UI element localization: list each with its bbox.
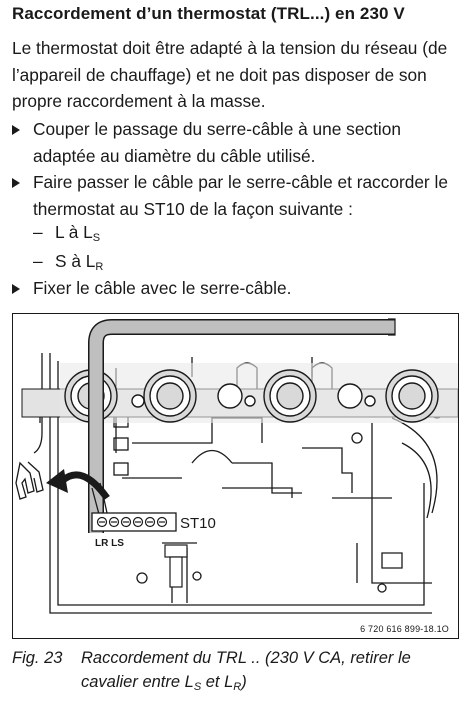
step-item: Couper le passage du serre-câble à une s…: [12, 116, 459, 169]
step-item: Fixer le câble avec le serre-câble.: [12, 275, 459, 302]
cable-gland: [143, 369, 197, 423]
connection-item: –L à LS: [33, 219, 100, 252]
connector-label: ST10: [180, 515, 216, 532]
removed-jumper: [15, 461, 44, 500]
caption-text-part: et L: [201, 673, 234, 691]
plug-connector: [164, 544, 188, 588]
caption-text-part: Raccordement du TRL .. (230 V CA, retire…: [81, 649, 411, 691]
caption-text-part: ): [241, 673, 247, 691]
dash-icon: –: [33, 251, 43, 271]
bullet-arrow-icon: [12, 284, 20, 294]
terminal-labels: LR LS: [95, 538, 124, 549]
step-text: Couper le passage du serre-câble à une s…: [33, 119, 401, 166]
dash-icon: –: [33, 222, 43, 242]
connection-text: S à L: [55, 251, 96, 271]
intro-paragraph: Le thermostat doit être adapté à la tens…: [12, 38, 448, 111]
connection-subscript: S: [92, 232, 101, 244]
step-text: Faire passer le câble par le serre-câble…: [33, 172, 448, 219]
st10-terminal-block: [91, 512, 177, 532]
bullet-arrow-icon: [12, 125, 20, 135]
cable-gland: [263, 369, 317, 423]
bullet-arrow-icon: [12, 178, 20, 188]
step-text: Fixer le câble avec le serre-câble.: [33, 278, 292, 298]
connection-item: –S à LR: [33, 248, 103, 281]
step-item: Faire passer le câble par le serre-câble…: [12, 169, 459, 222]
caption-subscript: S: [193, 681, 202, 693]
connection-subscript: R: [95, 261, 104, 273]
figure-code: 6 720 616 899-18.1O: [360, 624, 449, 634]
figure-caption: Fig. 23 Raccordement du TRL .. (230 V CA…: [12, 646, 459, 699]
removal-arrow-icon: [46, 469, 110, 501]
thermostat-cable: [88, 318, 396, 533]
section-heading: Raccordement d’un thermostat (TRL...) en…: [12, 4, 405, 23]
caption-subscript: R: [233, 681, 242, 693]
connection-text: L à L: [55, 222, 93, 242]
cable-gland: [385, 369, 439, 423]
wiring-illustration: ST10 LR LS: [12, 313, 459, 639]
wiring-figure: ST10 LR LS 6 720 616 899-18.1O: [12, 313, 459, 639]
caption-label: Fig. 23: [12, 649, 63, 667]
caption-text: Raccordement du TRL .. (230 V CA, retire…: [12, 646, 459, 699]
